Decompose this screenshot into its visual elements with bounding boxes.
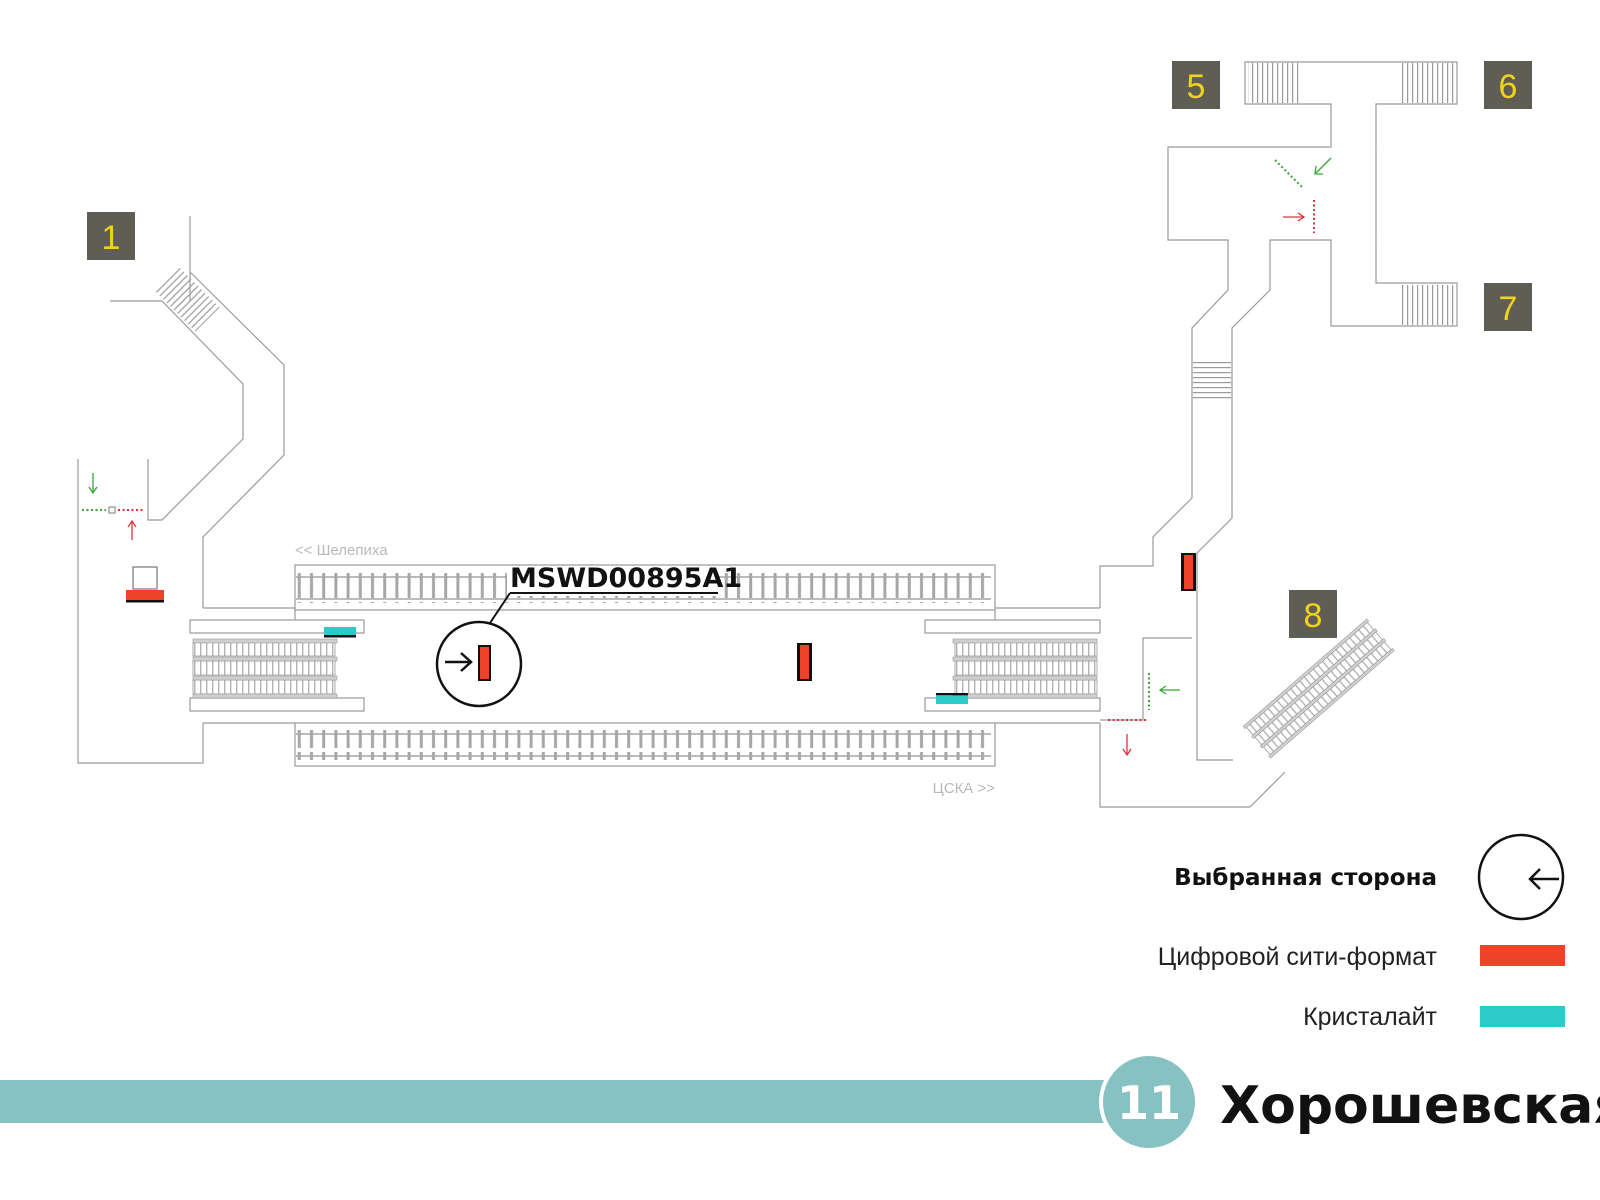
exit-number: 5 bbox=[1187, 68, 1206, 106]
panel-base bbox=[936, 693, 968, 696]
panel-base bbox=[324, 635, 356, 638]
direction-east: ЦСКА >> bbox=[933, 780, 996, 797]
right-vestibule bbox=[1099, 61, 1458, 808]
left-escalators bbox=[189, 607, 365, 724]
exit-7: 7 bbox=[1484, 283, 1532, 331]
exit-6: 6 bbox=[1484, 61, 1532, 109]
track-south bbox=[296, 730, 991, 760]
exit-number: 1 bbox=[102, 219, 121, 257]
exit-number: 8 bbox=[1304, 597, 1323, 635]
legend-selected-side: Выбранная сторона bbox=[1174, 865, 1437, 891]
stairs-upper bbox=[1193, 360, 1231, 400]
stairs-exit-1 bbox=[154, 266, 220, 332]
legend-digital-city-format: Цифровой сити-формат bbox=[1158, 943, 1438, 971]
line-badge bbox=[1103, 1056, 1195, 1148]
legend-swatch-cyan bbox=[1480, 1006, 1565, 1027]
legend-crystalight: Кристалайт bbox=[1303, 1003, 1437, 1031]
exit-number: 6 bbox=[1499, 68, 1518, 106]
escalators-exit-8 bbox=[1242, 618, 1395, 759]
line-banner: 11 Хорошевская bbox=[0, 1052, 1600, 1152]
digital-city-format-panel[interactable] bbox=[126, 590, 164, 600]
panel-base bbox=[126, 600, 164, 603]
line-number: 11 bbox=[1117, 1076, 1181, 1130]
legend: Выбранная сторона Цифровой сити-формат К… bbox=[1158, 833, 1565, 1031]
turnstiles-right-lower bbox=[1108, 673, 1180, 757]
exit-number: 7 bbox=[1499, 290, 1518, 328]
exit-5: 5 bbox=[1172, 61, 1220, 109]
crystalight-panel[interactable] bbox=[936, 696, 968, 704]
right-escalators bbox=[924, 607, 1101, 724]
digital-city-format-panel-right[interactable] bbox=[1181, 553, 1196, 591]
line-bar bbox=[0, 1080, 1110, 1123]
stairs-exit-7 bbox=[1402, 285, 1454, 325]
turnstiles-left bbox=[82, 473, 144, 540]
panel-code: MSWD00895A1 bbox=[510, 563, 742, 594]
exit-8: 8 bbox=[1289, 590, 1337, 638]
platform bbox=[294, 564, 996, 767]
left-vestibule bbox=[77, 216, 285, 764]
arrow-right-circle-icon bbox=[435, 620, 523, 708]
crystalight-panel[interactable] bbox=[324, 627, 356, 635]
station-name: Хорошевская bbox=[1220, 1076, 1600, 1136]
stairs-exit-5 bbox=[1248, 63, 1300, 103]
selected-panel-marker[interactable]: MSWD00895A1 bbox=[435, 563, 742, 708]
digital-city-format-panel-center[interactable] bbox=[797, 643, 812, 681]
booth bbox=[132, 566, 158, 590]
turnstiles-right-upper bbox=[1274, 157, 1332, 233]
stairs-exit-6 bbox=[1402, 63, 1454, 103]
legend-swatch-red bbox=[1480, 945, 1565, 966]
direction-west: << Шелепиха bbox=[295, 542, 388, 559]
arrow-left-circle-icon bbox=[1477, 833, 1565, 921]
exit-1: 1 bbox=[87, 212, 135, 260]
